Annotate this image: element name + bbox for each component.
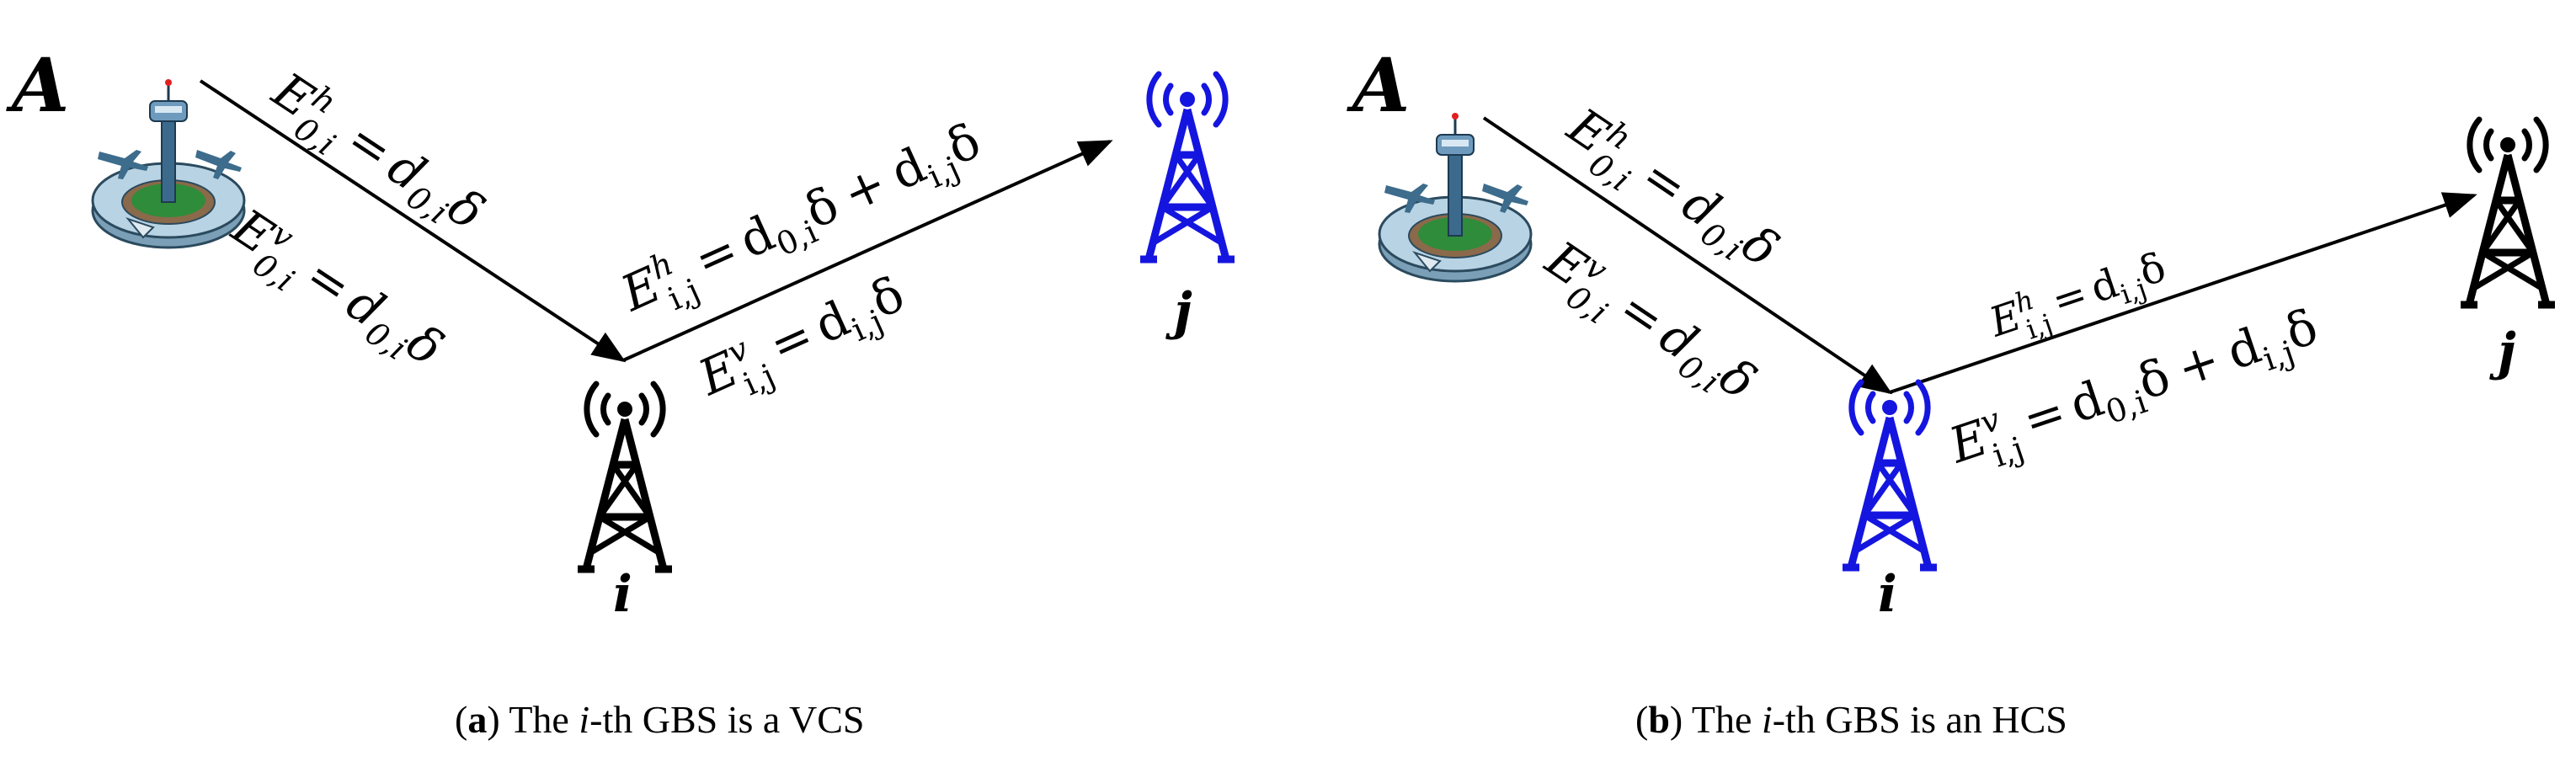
edge-a-to-i [199, 79, 627, 363]
tower-i-icon [1843, 379, 1937, 572]
tower-j-icon [2461, 116, 2555, 309]
airport-tower-icon [1378, 111, 1533, 283]
tower-i-icon [578, 381, 672, 573]
airport-tower-icon [91, 77, 246, 249]
equation-eij-h: Ehi,j=d0,iδ+di,jδ [611, 109, 994, 334]
node-j-label: j [1165, 282, 1192, 341]
tower-j-icon [1140, 71, 1235, 264]
equation-eij-v: Evi,j=di,jδ [689, 263, 918, 418]
panel-a: A Eh0,i=d0,iδ Ev0,i=d0,iδ Ehi,j=d0,iδ+di… [6, 41, 1235, 741]
node-i-label: i [1878, 565, 1897, 624]
edge-i-to-j [622, 140, 1113, 362]
source-label: A [1347, 41, 1410, 129]
caption-b: (b) The i-th GBS is an HCS [1635, 698, 2067, 741]
edge-i-to-j [1889, 192, 2477, 394]
edge-a-to-i [1482, 116, 1893, 395]
source-label: A [6, 41, 69, 129]
node-j-label: j [2489, 322, 2516, 381]
equation-eij-h: Ehi,j=di,jδ [1982, 241, 2175, 357]
node-i-label: i [613, 565, 632, 624]
caption-a: (a) The i-th GBS is a VCS [455, 698, 864, 741]
panel-b: A Eh0,i=d0,iδ Ev0,i=d0,iδ Ehi,j=di,jδ Ev… [1347, 41, 2555, 741]
